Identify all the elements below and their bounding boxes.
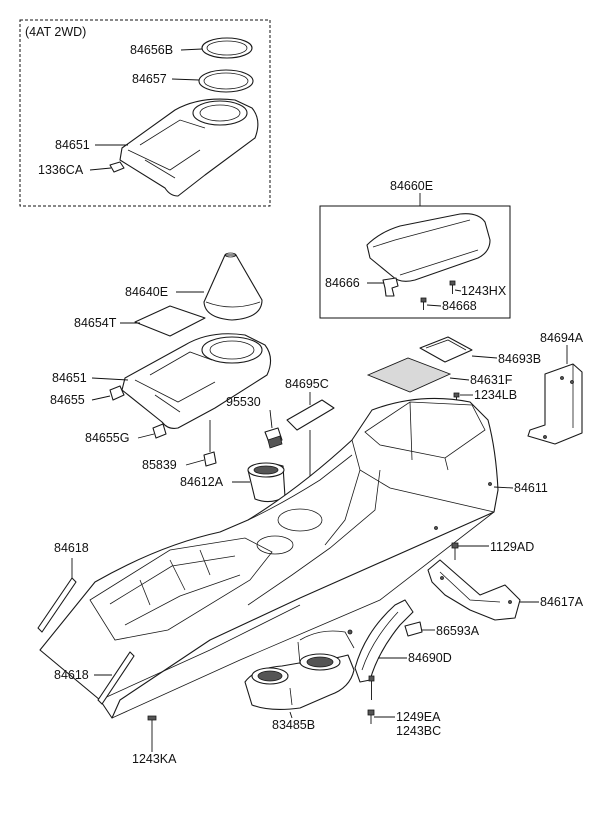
part-84617A-bracket[interactable] xyxy=(427,559,521,621)
label-84654T: 84654T xyxy=(74,316,117,330)
label-86593A: 86593A xyxy=(436,624,480,638)
part-95530-socket[interactable] xyxy=(264,427,283,449)
part-84655-clip[interactable] xyxy=(109,385,125,401)
label-1243HX: 1243HX xyxy=(461,284,507,298)
label-1243KA: 1243KA xyxy=(132,752,177,766)
part-84651-inset-cover[interactable] xyxy=(119,98,259,197)
label-84611: 84611 xyxy=(514,481,548,495)
part-84651-shifter-cover[interactable] xyxy=(121,333,272,429)
label-84666: 84666 xyxy=(325,276,360,290)
part-85839-bulb[interactable] xyxy=(203,451,217,467)
part-84640E-shift-boot[interactable] xyxy=(203,252,263,321)
label-1249EA: 1249EA xyxy=(396,710,441,724)
part-84655G-clip[interactable] xyxy=(152,423,167,439)
label-1336CA: 1336CA xyxy=(38,163,84,177)
part-84618-side-panel-lower[interactable] xyxy=(97,651,135,705)
part-84666-hinge[interactable] xyxy=(382,277,399,297)
label-84690D: 84690D xyxy=(408,651,452,665)
part-84654T-plate[interactable] xyxy=(134,305,206,337)
label-84617A: 84617A xyxy=(540,595,584,609)
part-1129AD-screw[interactable] xyxy=(451,542,459,560)
label-1129AD: 1129AD xyxy=(490,540,534,554)
label-84612A: 84612A xyxy=(180,475,224,489)
label-84651-inset: 84651 xyxy=(55,138,90,152)
part-84657-ring[interactable] xyxy=(198,69,254,93)
inset-title: (4AT 2WD) xyxy=(25,25,86,39)
label-84657: 84657 xyxy=(132,72,167,86)
label-84640E: 84640E xyxy=(125,285,168,299)
part-1243KA-screw[interactable] xyxy=(147,715,157,730)
part-84695C-trim[interactable] xyxy=(286,399,335,431)
armrest-frame xyxy=(319,205,511,319)
label-84655: 84655 xyxy=(50,393,85,407)
label-84660E: 84660E xyxy=(390,179,433,193)
part-84631F-mat[interactable] xyxy=(366,357,452,393)
part-84618-side-panel-upper[interactable] xyxy=(37,577,77,633)
label-84651: 84651 xyxy=(52,371,87,385)
label-84631F: 84631F xyxy=(470,373,513,387)
label-84655G: 84655G xyxy=(85,431,129,445)
part-1243HX-screw[interactable] xyxy=(449,280,456,294)
part-83485B-cup-holder-assy[interactable] xyxy=(244,629,355,711)
label-84693B: 84693B xyxy=(498,352,541,366)
label-84668: 84668 xyxy=(442,299,477,313)
inset-frame xyxy=(19,19,271,207)
label-95530: 95530 xyxy=(226,395,261,409)
label-84618-upper: 84618 xyxy=(54,541,89,555)
label-83485B: 83485B xyxy=(272,718,315,732)
part-84693B-pad[interactable] xyxy=(419,336,473,363)
part-86593A-clip[interactable] xyxy=(404,621,423,637)
label-85839: 85839 xyxy=(142,458,177,472)
part-1249EA-screw[interactable] xyxy=(367,675,375,724)
part-84668-screw[interactable] xyxy=(420,297,427,310)
part-84612A-cup-holder[interactable] xyxy=(247,462,286,503)
label-84694A: 84694A xyxy=(540,331,584,345)
part-1336CA-clip[interactable] xyxy=(109,161,125,173)
label-1243BC: 1243BC xyxy=(396,724,441,738)
label-1234LB: 1234LB xyxy=(474,388,517,402)
part-84660E-armrest-lid[interactable] xyxy=(366,213,491,282)
label-84656B: 84656B xyxy=(130,43,173,57)
part-84611-console-body[interactable] xyxy=(39,397,499,719)
part-84690D-side-cover[interactable] xyxy=(354,599,414,683)
part-84694A-bracket[interactable] xyxy=(527,363,583,445)
part-84656B-boot-ring[interactable] xyxy=(201,37,253,59)
label-84695C: 84695C xyxy=(285,377,329,391)
label-84618-lower: 84618 xyxy=(54,668,89,682)
